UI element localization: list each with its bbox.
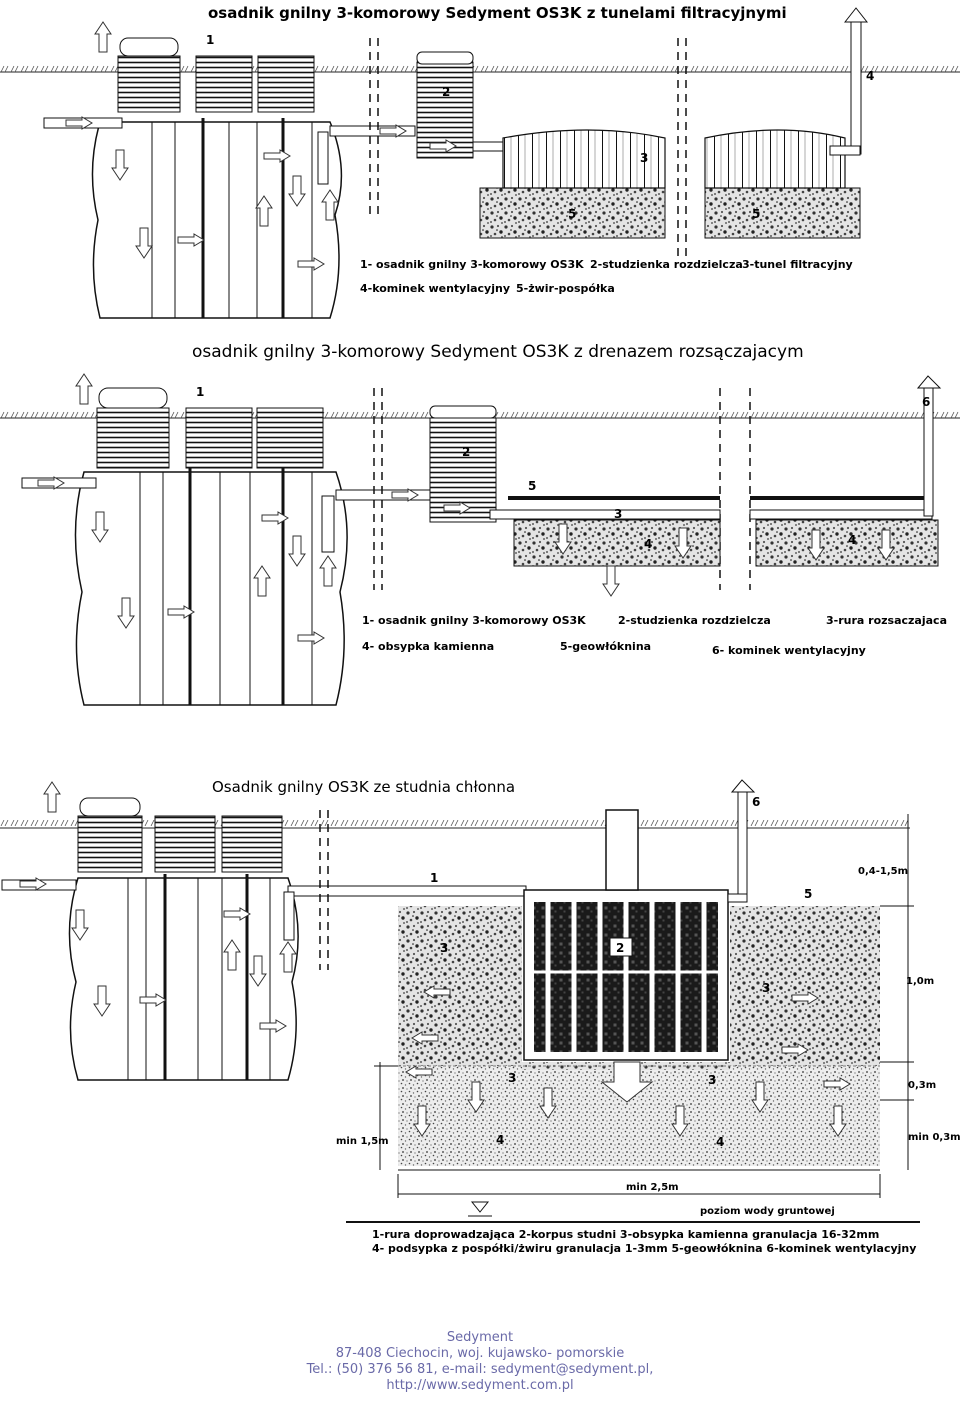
label-num: 4 — [496, 1133, 504, 1147]
label-num: 3 — [440, 941, 448, 955]
legend-item: 4- podsypka z pospółki/żwiru granulacja … — [372, 1242, 916, 1255]
label-num: 5 — [804, 887, 812, 901]
legend-item: 6- kominek wentylacyjny — [712, 644, 866, 657]
dimension-label: min 0,3m — [908, 1132, 960, 1143]
legend-item: 2-studzienka rozdzielcza — [590, 258, 743, 271]
diagram-drawing: 1 2 3 3 3 3 4 4 5 6 0,4-1,5m 1,0m 0,3m m… — [0, 779, 960, 1255]
company-contact[interactable]: Tel.: (50) 376 56 81, e-mail: sedyment@s… — [306, 1362, 654, 1377]
label-num: 6 — [922, 395, 930, 409]
label-num: 1 — [206, 33, 214, 47]
diagram-drainage: osadnik gnilny 3-komorowy Sedyment OS3K … — [0, 330, 960, 710]
label-num: 4 — [716, 1135, 724, 1149]
diagram-tunnels: osadnik gnilny 3-komorowy Sedyment OS3K … — [0, 0, 960, 320]
label-num: 4 — [644, 537, 652, 551]
diagram-title: osadnik gnilny 3-komorowy Sedyment OS3K … — [192, 342, 804, 362]
label-num: 6 — [752, 795, 760, 809]
diagram-title: osadnik gnilny 3-komorowy Sedyment OS3K … — [208, 4, 787, 22]
legend-item: 3-rura rozsaczajaca — [826, 614, 947, 627]
label-num: 1 — [196, 385, 204, 399]
legend-item: 2-studzienka rozdzielcza — [618, 614, 771, 627]
diagram-soakaway: Osadnik gnilny OS3K ze studnia chłonna — [0, 770, 960, 1260]
legend-item: 4-kominek wentylacyjny — [360, 282, 510, 295]
label-num: 3 — [708, 1073, 716, 1087]
dimension-label: 0,3m — [908, 1080, 936, 1091]
company-address: 87-408 Ciechocin, woj. kujawsko- pomorsk… — [335, 1346, 625, 1361]
label-num: 2 — [442, 85, 450, 99]
label-num: 3 — [762, 981, 770, 995]
legend-item: 5-żwir-pospółka — [516, 282, 615, 295]
groundwater-label: poziom wody gruntowej — [700, 1206, 835, 1217]
label-num: 2 — [616, 941, 624, 955]
label-num: 3 — [640, 151, 648, 165]
diagram-drawing: 1 2 3 4 4 5 6 1- osadnik gnilny 3-komoro… — [0, 373, 960, 706]
label-num: 5 — [568, 207, 576, 221]
legend-item: 1-rura doprowadzająca 2-korpus studni 3-… — [372, 1228, 879, 1241]
company-url[interactable]: http://www.sedyment.com.pl — [386, 1378, 574, 1393]
legend-item: 1- osadnik gnilny 3-komorowy OS3K — [360, 258, 584, 271]
dimension-label: min 1,5m — [336, 1136, 389, 1147]
label-num: 2 — [462, 445, 470, 459]
label-num: 3 — [508, 1071, 516, 1085]
diagram-title: Osadnik gnilny OS3K ze studnia chłonna — [212, 778, 516, 796]
dimension-label: 1,0m — [906, 976, 934, 987]
label-num: 5 — [528, 479, 536, 493]
dimension-label: 0,4-1,5m — [858, 866, 908, 877]
label-num: 5 — [752, 207, 760, 221]
legend-item: 4- obsypka kamienna — [362, 640, 494, 653]
diagram-drawing: 1 2 3 4 5 5 1- osadnik gnilny 3-komorowy… — [0, 7, 960, 319]
label-num: 1 — [430, 871, 438, 885]
label-num: 4 — [848, 533, 856, 547]
legend-item: 1- osadnik gnilny 3-komorowy OS3K — [362, 614, 586, 627]
label-num: 4 — [866, 69, 874, 83]
label-num: 3 — [614, 507, 622, 521]
company-name: Sedyment — [446, 1330, 514, 1345]
dimension-label: min 2,5m — [626, 1182, 679, 1193]
legend-item: 5-geowłóknina — [560, 640, 651, 653]
company-footer: Sedyment 87-408 Ciechocin, woj. kujawsko… — [0, 1330, 960, 1394]
legend-item: 3-tunel filtracyjny — [742, 258, 853, 271]
